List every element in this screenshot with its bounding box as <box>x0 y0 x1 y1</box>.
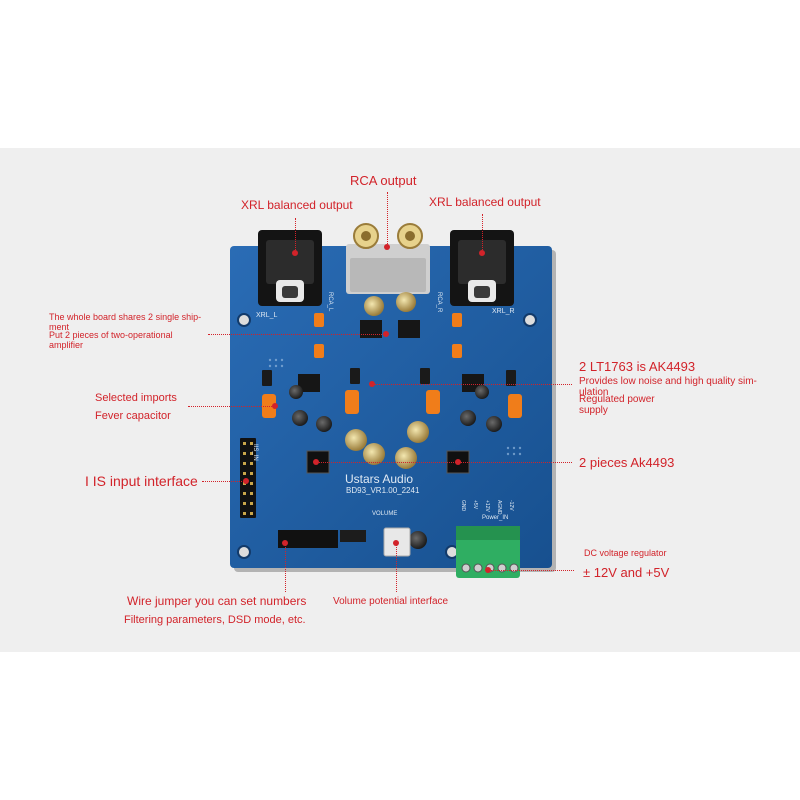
leader-xrl-left <box>295 218 296 254</box>
xlr-right-connector <box>450 230 514 306</box>
label-ak4493-pieces: 2 pieces Ak4493 <box>579 455 675 470</box>
leader-iis <box>202 481 246 482</box>
label-lt1763: 2 LT1763 is AK4493 <box>579 359 696 374</box>
leader-dot-volume <box>393 540 399 546</box>
label-opamp-line2: amplifier <box>49 340 84 350</box>
silk-power-pin: GND <box>460 500 466 512</box>
silk-power-in: Power_IN <box>482 515 509 521</box>
label-regulated-line2: supply <box>579 405 608 416</box>
leader-dc <box>488 570 574 571</box>
resistor-arrays <box>262 368 516 386</box>
label-low-noise-line2: ulation <box>579 387 609 398</box>
product-photo-stage: XRL_L XRL_R RCA_L RCA_R Ustars Audio BD9… <box>0 148 800 652</box>
mount-hole <box>523 313 537 327</box>
pcb <box>230 246 552 568</box>
xlr-left-connector <box>258 230 322 306</box>
via-dots <box>268 358 522 456</box>
electrolytic-capacitors <box>289 292 502 549</box>
rca-connector-block <box>346 223 430 294</box>
leader-xrl-right <box>482 214 483 254</box>
leader-opamp <box>208 334 384 335</box>
silk-volume: VOLUME <box>372 511 398 517</box>
leader-dot-dc <box>485 567 491 573</box>
leader-dot-ak4493-left <box>313 459 319 465</box>
silk-iis-in: IIS_IN <box>252 444 258 461</box>
leader-lt1763 <box>372 384 572 385</box>
silk-power-pin: +5V <box>472 500 478 510</box>
leader-dot-xrl-right <box>479 250 485 256</box>
label-wire-jumper: Wire jumper you can set numbers <box>127 594 307 608</box>
opamp-chips <box>298 320 484 392</box>
leader-dot-opamp <box>383 331 389 337</box>
silk-xrl-left: XRL_L <box>256 312 278 319</box>
dac-board-illustration <box>230 223 556 578</box>
label-rca-output: RCA output <box>350 173 417 188</box>
silk-rca-left: RCA_L <box>327 292 333 312</box>
leader-fever-capacitor <box>188 406 276 407</box>
silk-model: BD93_VR1.00_2241 <box>346 486 420 495</box>
leader-dot-ak4493-right <box>455 459 461 465</box>
leader-dot-xrl-left <box>292 250 298 256</box>
silk-rca-right: RCA_R <box>436 292 442 313</box>
leader-dot-rca <box>384 244 390 250</box>
silk-xrl-right: XRL_R <box>492 308 515 315</box>
label-dc-regulator: DC voltage regulator <box>584 548 667 558</box>
mount-hole <box>237 313 251 327</box>
leader-ak4493 <box>316 462 572 463</box>
label-selected-imports: Selected imports <box>95 392 177 404</box>
label-filtering: Filtering parameters, DSD mode, etc. <box>124 614 306 626</box>
label-xrl-left: XRL balanced output <box>241 198 353 212</box>
jumper-header <box>278 530 366 548</box>
label-ship-line1: The whole board shares 2 single ship- <box>49 312 202 322</box>
label-regulated-line1: Regulated power <box>579 394 655 405</box>
label-ship-line2: ment <box>49 322 70 332</box>
silk-brand: Ustars Audio <box>345 472 414 486</box>
label-xrl-right: XRL balanced output <box>429 195 541 209</box>
label-fever-capacitor: Fever capacitor <box>95 410 171 422</box>
leader-dot-lt1763 <box>369 381 375 387</box>
silk-power-pin: -12V <box>508 500 514 511</box>
silk-power-pin: +12V <box>484 500 490 512</box>
label-voltage: ± 12V and +5V <box>583 565 670 580</box>
leader-dot-fever-capacitor <box>272 403 278 409</box>
label-volume-interface: Volume potential interface <box>333 596 449 607</box>
leader-dot-jumper <box>282 540 288 546</box>
leader-volume <box>396 544 397 592</box>
mount-hole <box>237 545 251 559</box>
leader-dot-iis <box>243 478 249 484</box>
label-opamp-line1: Put 2 pieces of two-operational <box>49 330 173 340</box>
label-low-noise-line1: Provides low noise and high quality sim- <box>579 376 757 387</box>
leader-jumper <box>285 544 286 592</box>
leader-rca <box>387 192 388 248</box>
silk-power-pin: AGND <box>496 500 502 515</box>
label-iis-input: I IS input interface <box>85 473 198 489</box>
